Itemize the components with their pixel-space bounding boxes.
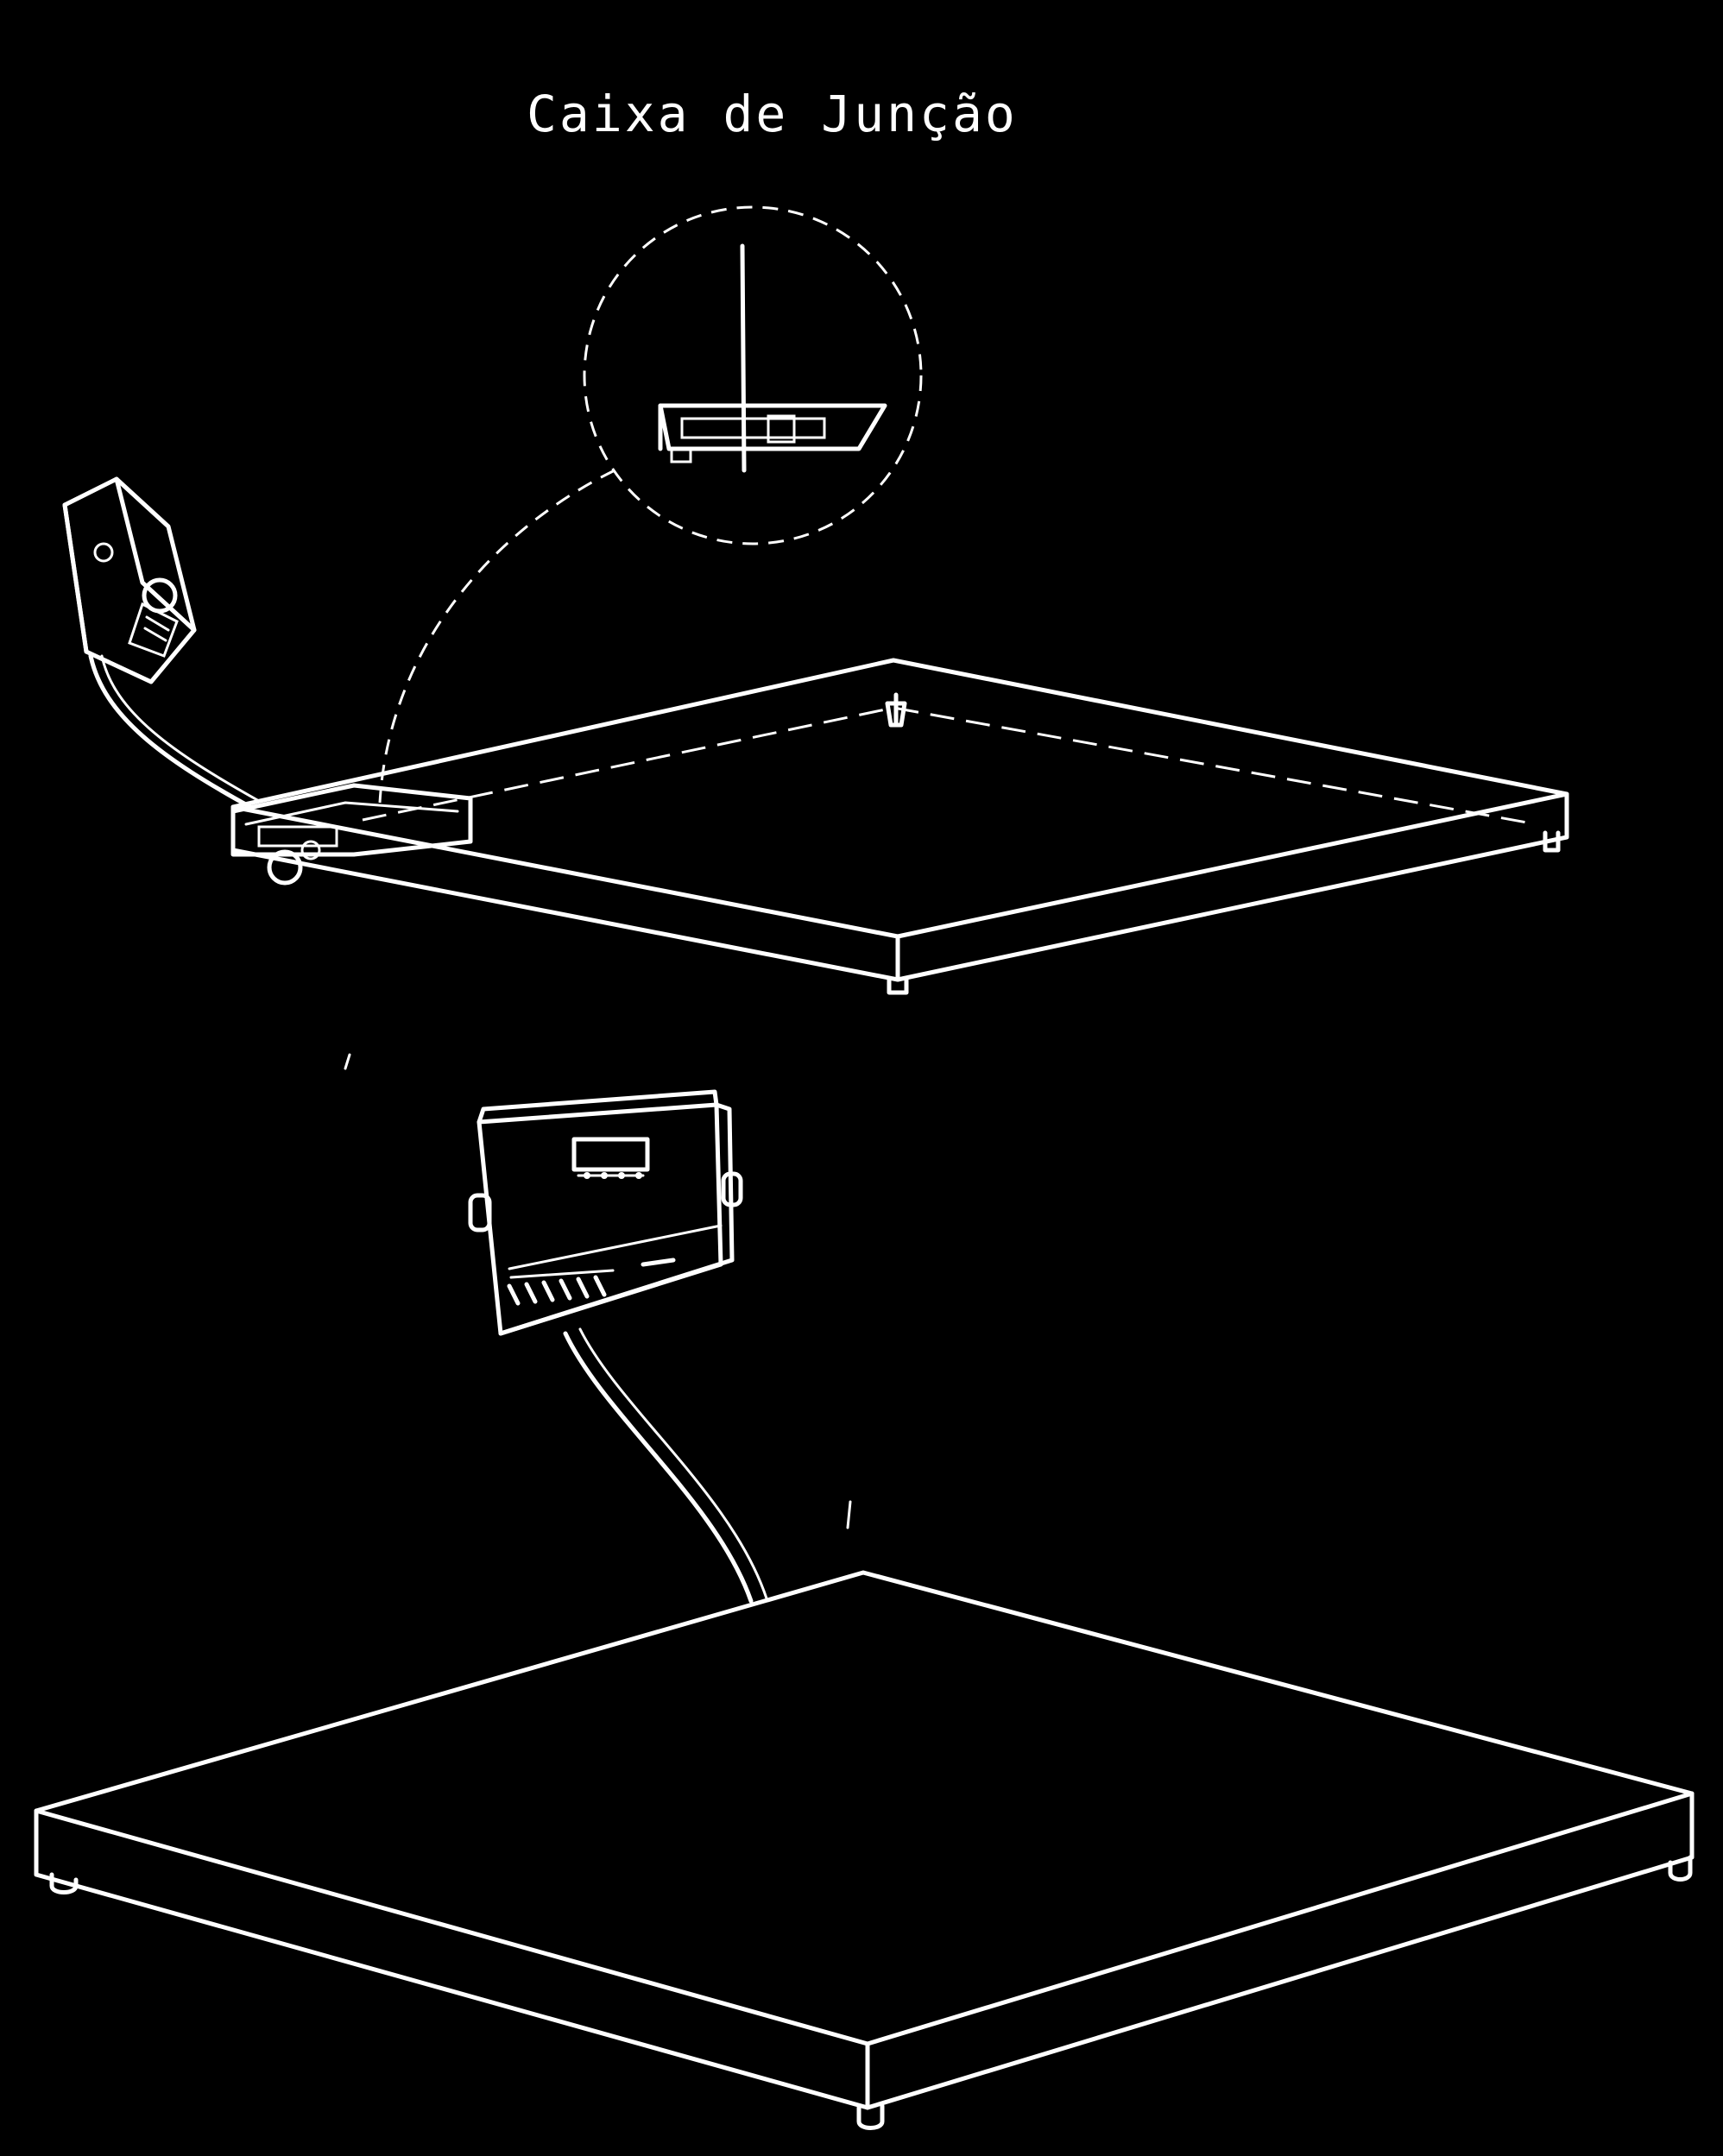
lower-platform-foot-left (49, 1872, 79, 1894)
lower-platform-top (34, 1570, 1695, 2046)
junction-detail-callout (583, 205, 923, 545)
detail-rod (740, 243, 747, 473)
junction-box-label: Caixa de Junção (527, 85, 1018, 143)
callout-leader-line (378, 469, 615, 804)
detail-box-connector (767, 414, 796, 444)
upper-platform-side-right (895, 791, 1569, 982)
indicator-connectors (507, 1275, 607, 1306)
lower-platform (34, 1570, 1695, 2130)
upper-platform-foot-front (887, 977, 909, 995)
upper-platform-load-cell (885, 701, 907, 728)
weighing-indicator (468, 1089, 743, 1336)
indicator-side-panel (498, 1102, 735, 1336)
indicator-cable (563, 1331, 754, 1604)
upper-platform-inner-frame (362, 706, 1537, 826)
small-indicator-cable (88, 653, 253, 810)
indicator-right-knob (721, 1171, 743, 1207)
indicator-display (571, 1137, 650, 1172)
small-indicator-unit (62, 476, 197, 684)
upper-platform-frame (230, 658, 1569, 995)
detail-box-profile (658, 403, 887, 451)
lower-platform-foot-front (856, 2103, 885, 2130)
indicator-left-knob (468, 1193, 492, 1232)
detail-circle (583, 205, 923, 545)
lower-platform-foot-right (1668, 1855, 1693, 1882)
platform-junction-box (230, 783, 473, 857)
lower-platform-side-left (34, 1808, 870, 2110)
junction-box-cable-gland (267, 849, 303, 886)
lower-platform-side-right (865, 1791, 1695, 2110)
detail-box-inner (680, 417, 826, 439)
detail-foot (670, 449, 692, 463)
upper-platform-foot-right (1543, 830, 1561, 853)
upper-platform-side-left (230, 804, 900, 982)
